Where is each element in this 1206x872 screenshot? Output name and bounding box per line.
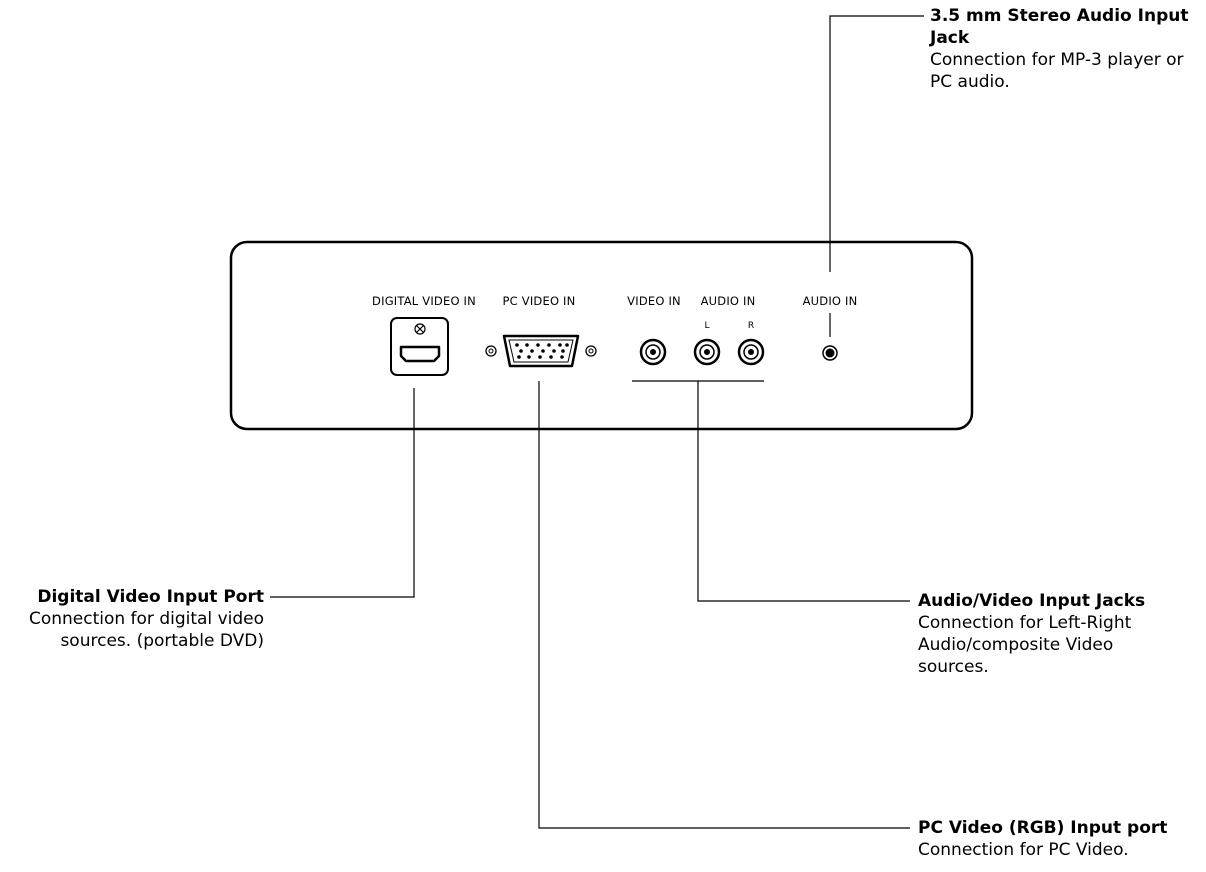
- callout-pc-video: PC Video (RGB) Input port Connection for…: [918, 817, 1203, 861]
- label-pc-video-in: PC VIDEO IN: [503, 294, 576, 308]
- label-left: L: [704, 321, 709, 331]
- callout-av-jacks-desc: Connection for Left-Right Audio/composit…: [918, 613, 1132, 677]
- rca-audio-right-jack-icon: [737, 338, 765, 366]
- stereo-audio-jack-icon: [822, 345, 838, 361]
- callout-stereo-jack-desc: Connection for MP-3 player or PC audio.: [930, 50, 1184, 92]
- callout-pc-video-desc: Connection for PC Video.: [918, 840, 1129, 860]
- callout-av-jacks: Audio/Video Input Jacks Connection for L…: [918, 590, 1188, 678]
- label-audio-in-jack: AUDIO IN: [803, 294, 858, 308]
- hdmi-port-icon: [390, 317, 449, 376]
- callout-stereo-jack-title: 3.5 mm Stereo Audio Input Jack: [930, 6, 1189, 48]
- callout-digital-video: Digital Video Input Port Connection for …: [8, 586, 264, 652]
- callout-av-jacks-title: Audio/Video Input Jacks: [918, 591, 1146, 611]
- label-right: R: [748, 321, 754, 331]
- callout-digital-video-desc: Connection for digital video sources. (p…: [28, 609, 264, 651]
- leader-line-av-jacks: [697, 381, 910, 602]
- leader-line-digital-video: [270, 388, 415, 598]
- rca-video-in-jack-icon: [639, 338, 667, 366]
- callout-stereo-jack: 3.5 mm Stereo Audio Input Jack Connectio…: [930, 5, 1195, 93]
- leader-line-stereo-jack: [829, 15, 924, 272]
- callout-pc-video-title: PC Video (RGB) Input port: [918, 818, 1168, 838]
- rca-audio-left-jack-icon: [693, 338, 721, 366]
- vga-port-icon: [485, 334, 597, 368]
- leader-line-pc-video: [538, 381, 910, 829]
- callout-digital-video-title: Digital Video Input Port: [37, 587, 264, 607]
- label-digital-video-in: DIGITAL VIDEO IN: [372, 294, 476, 308]
- device-back-panel: [229, 240, 974, 431]
- label-audio-in-rca: AUDIO IN: [701, 294, 756, 308]
- label-video-in: VIDEO IN: [627, 294, 681, 308]
